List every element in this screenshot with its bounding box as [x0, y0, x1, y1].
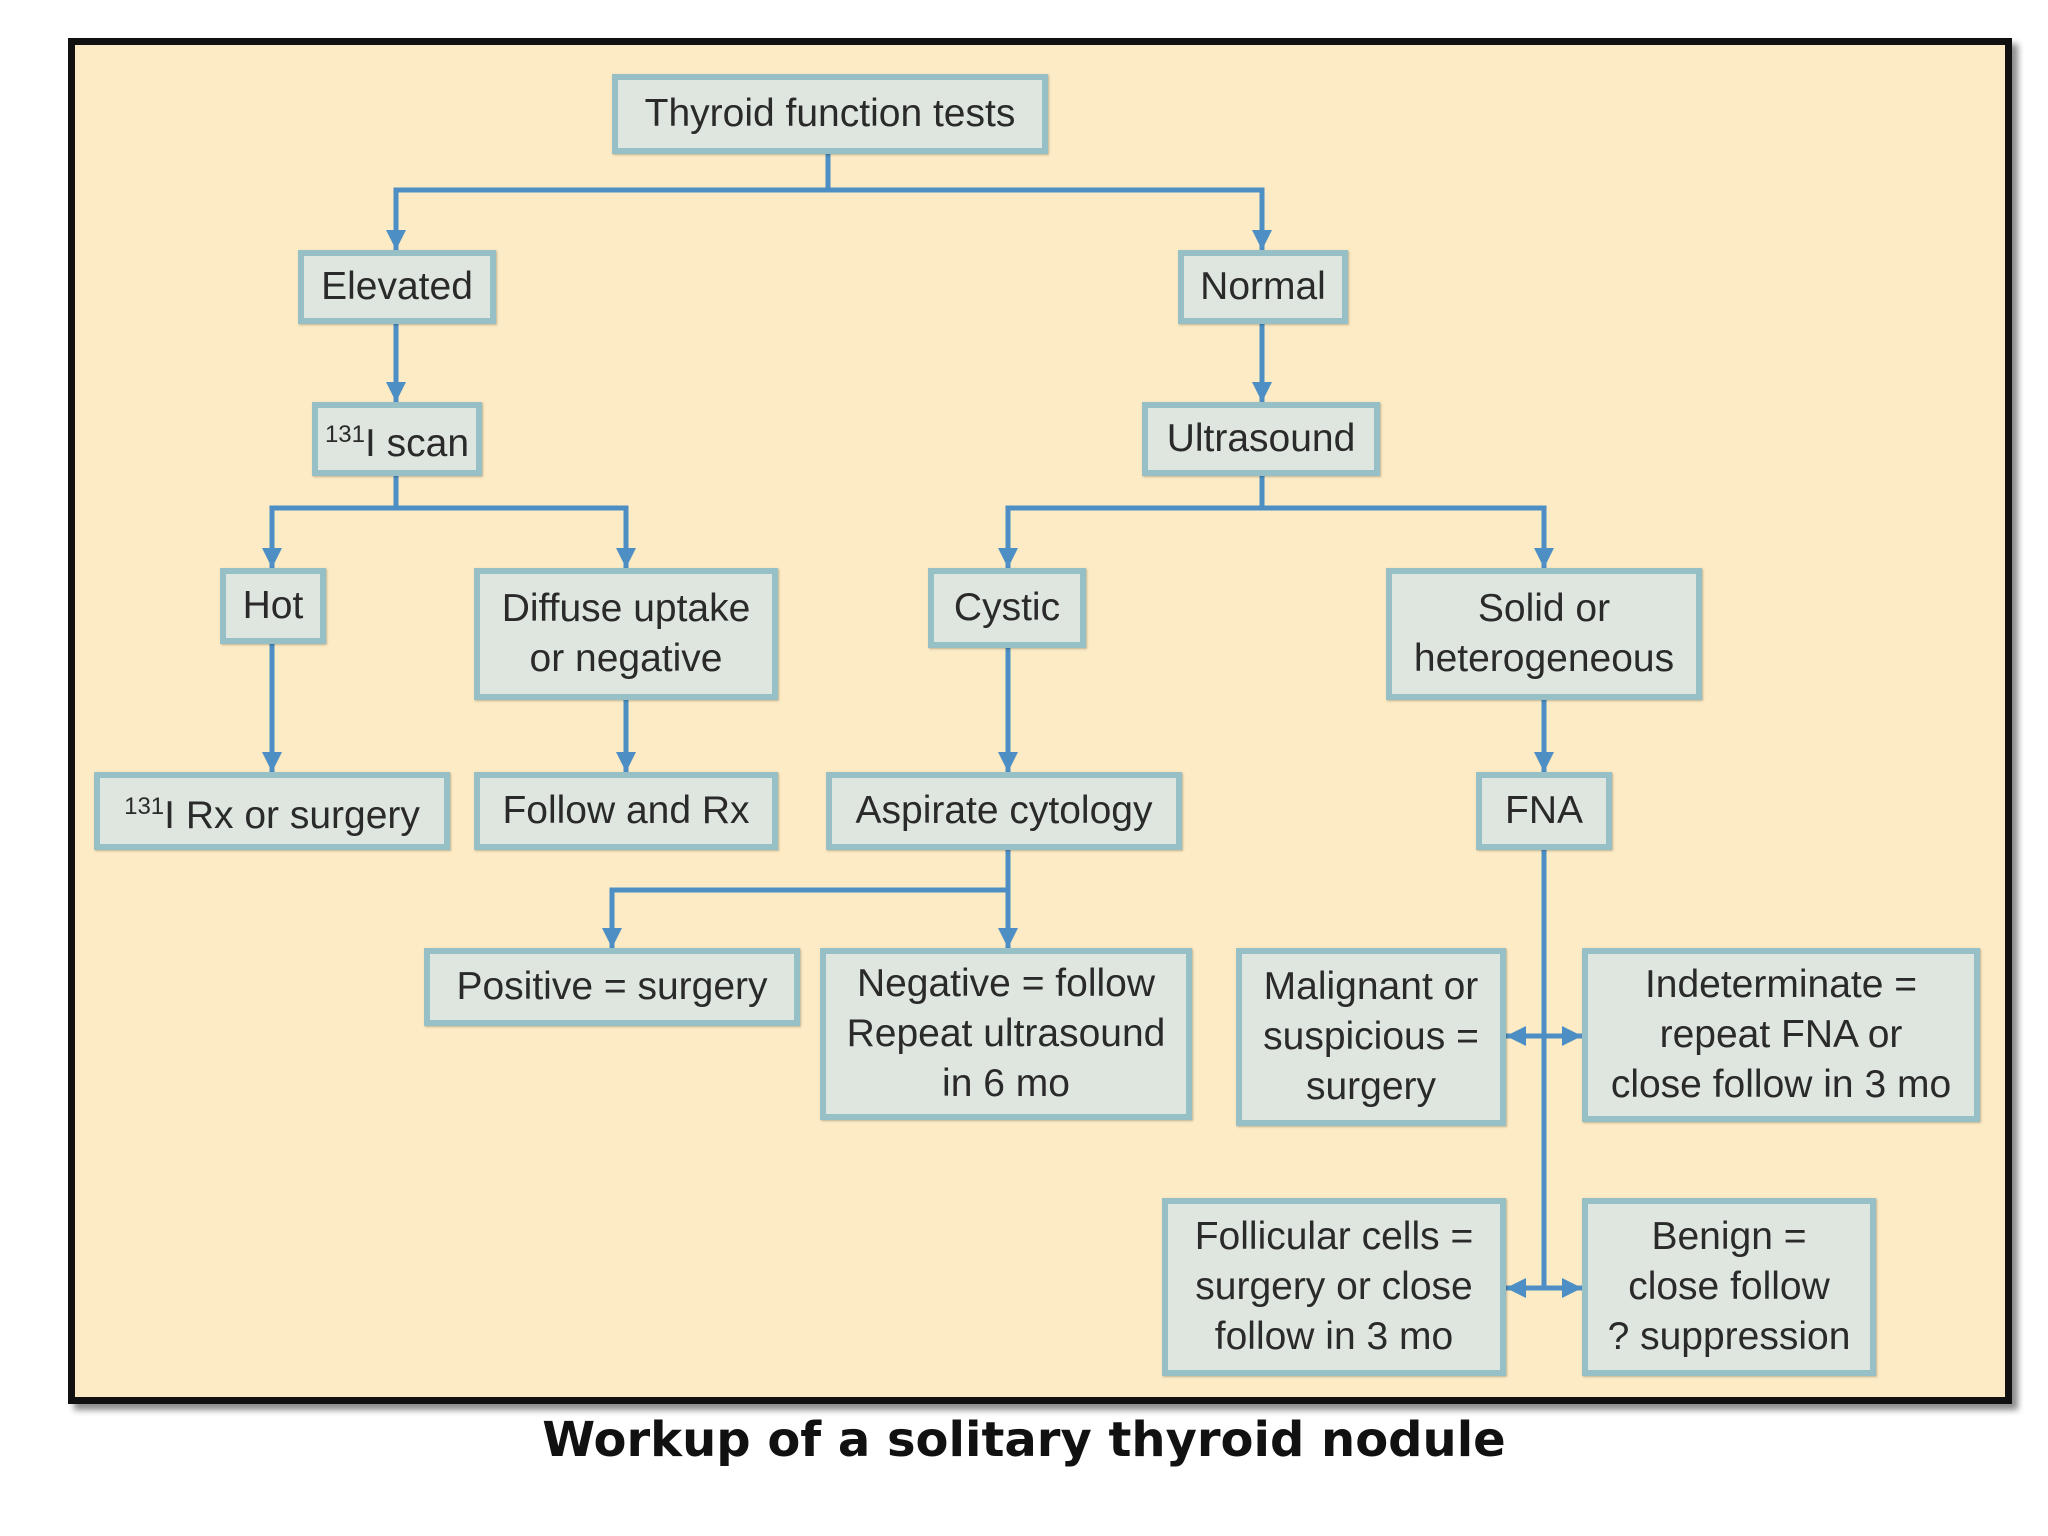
- node-label: Benign = close follow ? suppression: [1608, 1212, 1851, 1362]
- node-label: Thyroid function tests: [644, 92, 1016, 135]
- node-label: Cystic: [953, 586, 1061, 629]
- line-2: repeat FNA or: [1659, 1013, 1903, 1056]
- node-solid-heterogeneous: Solid or heterogeneous: [1386, 568, 1702, 700]
- line-1: Diffuse uptake: [501, 587, 751, 630]
- line-2: suspicious =: [1263, 1015, 1479, 1058]
- node-label: Diffuse uptake or negative: [502, 584, 751, 684]
- node-cystic: Cystic: [928, 568, 1086, 648]
- node-aspirate-cytology: Aspirate cytology: [826, 772, 1182, 850]
- line-2: or negative: [529, 637, 723, 680]
- node-iodine-scan: 131I scan: [312, 402, 482, 476]
- node-label: Elevated: [321, 265, 473, 308]
- node-label: Solid or heterogeneous: [1414, 584, 1674, 684]
- node-ultrasound: Ultrasound: [1142, 402, 1380, 476]
- node-follicular-cells: Follicular cells = surgery or close foll…: [1162, 1198, 1506, 1376]
- node-normal: Normal: [1178, 250, 1348, 324]
- line-2: Repeat ultrasound: [846, 1012, 1166, 1055]
- node-indeterminate: Indeterminate = repeat FNA or close foll…: [1582, 948, 1980, 1122]
- node-malignant-suspicious: Malignant or suspicious = surgery: [1236, 948, 1506, 1126]
- line-3: follow in 3 mo: [1214, 1315, 1454, 1358]
- line-3: ? suppression: [1607, 1315, 1851, 1358]
- node-label: FNA: [1505, 789, 1583, 832]
- node-label: Follicular cells = surgery or close foll…: [1195, 1212, 1474, 1362]
- line-1: Malignant or: [1263, 965, 1479, 1008]
- node-label: Negative = follow Repeat ultrasound in 6…: [847, 959, 1166, 1109]
- node-benign: Benign = close follow ? suppression: [1582, 1198, 1876, 1376]
- node-label: Follow and Rx: [502, 789, 750, 832]
- node-label: Positive = surgery: [456, 965, 768, 1008]
- node-follow-and-rx: Follow and Rx: [474, 772, 778, 850]
- line-3: close follow in 3 mo: [1610, 1063, 1952, 1106]
- node-elevated: Elevated: [298, 250, 496, 324]
- superscript-131: 131: [124, 792, 165, 820]
- superscript-131: 131: [324, 420, 365, 448]
- line-1: Solid or: [1477, 587, 1611, 630]
- line-3: in 6 mo: [942, 1062, 1070, 1105]
- node-fna: FNA: [1476, 772, 1612, 850]
- node-label: Ultrasound: [1166, 417, 1356, 460]
- node-label: Hot: [242, 584, 304, 627]
- node-label: Normal: [1200, 265, 1326, 308]
- line-1: Negative = follow: [856, 962, 1156, 1005]
- line-3: surgery: [1305, 1065, 1437, 1108]
- node-label: 131I Rx or surgery: [124, 782, 420, 841]
- line-1: Indeterminate =: [1644, 963, 1918, 1006]
- node-negative-follow: Negative = follow Repeat ultrasound in 6…: [820, 948, 1192, 1120]
- line-2: heterogeneous: [1413, 637, 1675, 680]
- node-iodine-rx-or-surgery: 131I Rx or surgery: [94, 772, 450, 850]
- scan-text: I scan: [364, 421, 470, 465]
- node-diffuse-uptake: Diffuse uptake or negative: [474, 568, 778, 700]
- line-2: surgery or close: [1195, 1265, 1473, 1308]
- line-1: Follicular cells =: [1194, 1215, 1474, 1258]
- node-thyroid-function-tests: Thyroid function tests: [612, 74, 1048, 154]
- node-label: Malignant or suspicious = surgery: [1263, 962, 1479, 1112]
- line-2: close follow: [1628, 1265, 1830, 1308]
- node-hot: Hot: [220, 568, 326, 644]
- figure-caption: Workup of a solitary thyroid nodule: [542, 1412, 1506, 1468]
- line-1: Benign =: [1651, 1215, 1807, 1258]
- node-positive-surgery: Positive = surgery: [424, 948, 800, 1026]
- node-label: Indeterminate = repeat FNA or close foll…: [1611, 960, 1951, 1110]
- node-label: 131I scan: [325, 410, 469, 469]
- rx-text: I Rx or surgery: [164, 793, 420, 837]
- node-label: Aspirate cytology: [855, 789, 1153, 832]
